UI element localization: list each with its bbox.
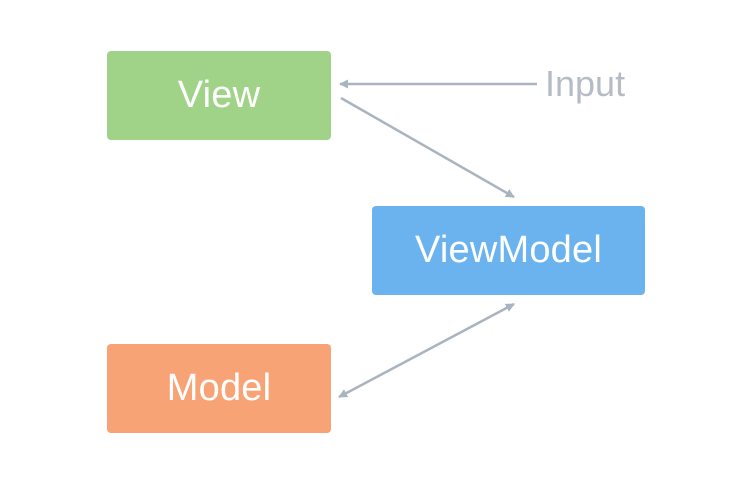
model-node: Model [107, 344, 331, 433]
model-node-label: Model [166, 367, 272, 409]
view-node-label: View [177, 74, 261, 116]
viewmodel-node-label: ViewModel [415, 229, 602, 271]
view-node: View [107, 51, 331, 140]
viewmodel-node: ViewModel [372, 206, 645, 295]
edge-viewmodel-model [338, 302, 515, 399]
input-label: Input [545, 63, 626, 104]
edge-view-to-viewmodel [340, 96, 515, 199]
